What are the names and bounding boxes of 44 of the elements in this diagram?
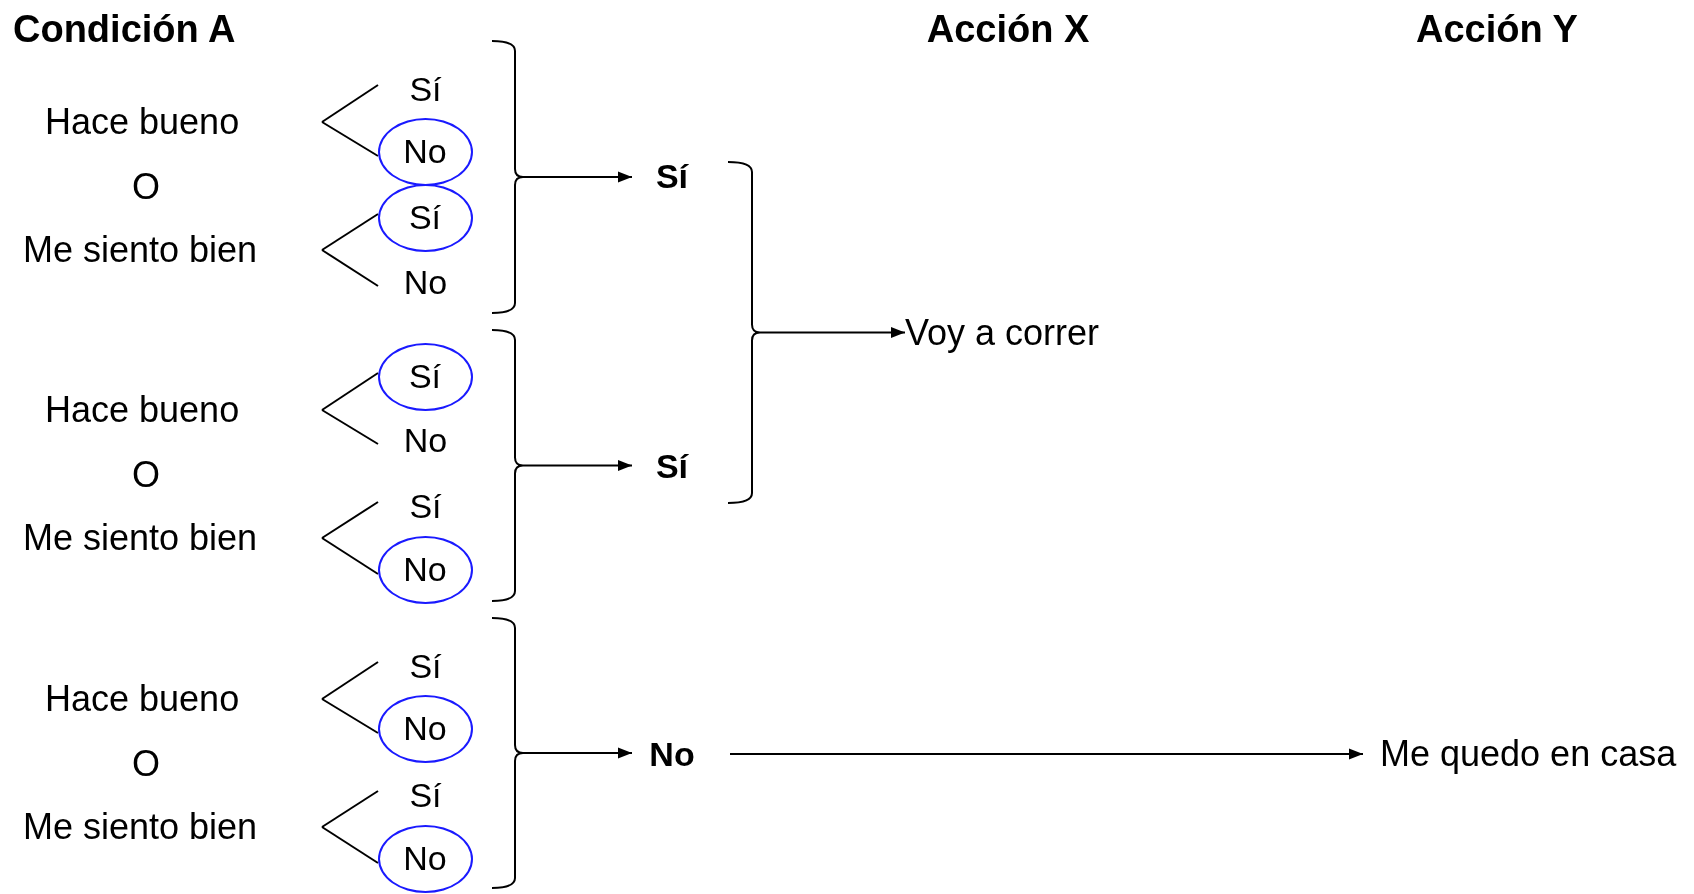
arrow bbox=[729, 748, 1364, 760]
column-heading: Condición A bbox=[13, 8, 237, 51]
curly-brace bbox=[491, 40, 523, 314]
condition-text: Hace bueno bbox=[45, 100, 322, 144]
action-text: Voy a correr bbox=[905, 311, 1135, 355]
connector-line bbox=[321, 790, 379, 828]
answer-option: No bbox=[377, 824, 473, 893]
connector-word: O bbox=[131, 454, 161, 496]
arrow bbox=[759, 326, 906, 339]
curly-brace bbox=[727, 161, 760, 504]
connector-line bbox=[321, 698, 379, 734]
arrow bbox=[522, 747, 633, 759]
connector-word: O bbox=[131, 743, 161, 785]
connector-line bbox=[321, 826, 379, 864]
action-text: Me quedo en casa bbox=[1380, 732, 1690, 776]
connector-line bbox=[321, 501, 379, 539]
answer-option: No bbox=[377, 694, 473, 763]
connector-line bbox=[321, 121, 379, 157]
connector-word: O bbox=[131, 166, 161, 208]
curly-brace bbox=[491, 329, 523, 602]
condition-text: Hace bueno bbox=[45, 677, 322, 721]
connector-line bbox=[321, 249, 379, 287]
column-heading: Acción Y bbox=[1415, 8, 1579, 51]
connector-line bbox=[321, 661, 379, 700]
answer-option: No bbox=[377, 535, 473, 604]
condition-text: Hace bueno bbox=[45, 388, 322, 432]
condition-text: Me siento bien bbox=[20, 516, 322, 560]
answer-option: Sí bbox=[377, 183, 473, 252]
connector-line bbox=[321, 213, 379, 251]
result-text: No bbox=[632, 732, 712, 776]
condition-text: Me siento bien bbox=[20, 228, 322, 272]
result-text: Sí bbox=[632, 444, 712, 488]
arrow bbox=[522, 171, 633, 183]
connector-line bbox=[321, 84, 379, 123]
result-text: Sí bbox=[632, 154, 712, 198]
connector-line bbox=[321, 409, 379, 445]
column-heading: Acción X bbox=[925, 8, 1091, 51]
curly-brace bbox=[491, 617, 523, 889]
answer-option: Sí bbox=[377, 342, 473, 411]
answer-option: No bbox=[377, 117, 473, 186]
condition-text: Me siento bien bbox=[20, 805, 322, 849]
connector-line bbox=[321, 372, 379, 411]
arrow bbox=[522, 459, 633, 472]
connector-line bbox=[321, 537, 379, 575]
